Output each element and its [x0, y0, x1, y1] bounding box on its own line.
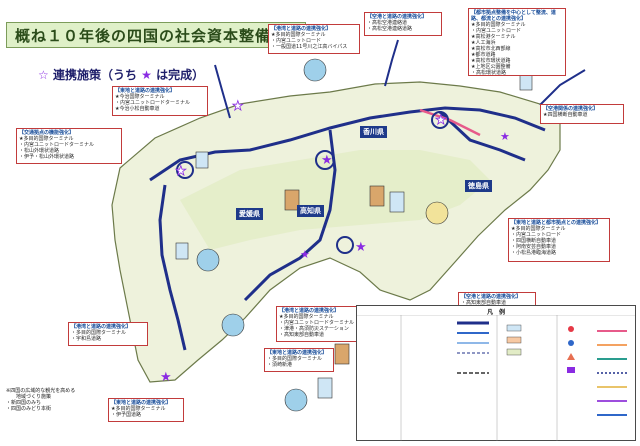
legend-symbols: [357, 315, 635, 441]
star-outline-markers: ★ ★ ★: [175, 99, 447, 180]
region-label-kochi: 高知県: [297, 205, 324, 217]
star-outline-marker: ★: [175, 164, 187, 179]
legend-swatch: [567, 367, 575, 373]
mountain-area: [180, 150, 490, 250]
expressway-south: [243, 129, 337, 302]
legend-swatch: [568, 326, 574, 332]
legend-panel: 凡 例: [356, 305, 636, 441]
bridge-route: [214, 64, 231, 119]
star-outline-marker: ★: [232, 99, 244, 114]
star-marker: ★: [160, 370, 172, 385]
ring-road: [336, 236, 354, 254]
legend-swatch: [506, 324, 522, 332]
connector-corridor: [419, 108, 481, 137]
callout-takamatsu-airport: 【空港と道路の連携強化】 ・高松空港連絡道 ・高松空港連絡道路: [364, 12, 442, 36]
callout-imabari: 【東地と道路の連携強化】 ★今治国際ターミナル ・内宮ユニットロードターミナル …: [112, 86, 208, 116]
legend-swatch: [506, 348, 522, 356]
star-marker: ★: [321, 153, 333, 168]
cylinder-gauges: [175, 73, 533, 399]
star-outline-marker: ★: [435, 113, 447, 128]
legend-swatch: [568, 340, 574, 346]
page-title: 概ね１０年後の四国の社会資本整備: [6, 22, 306, 48]
callout-niihama: 【港湾と道路の連携強化】 ★多目的国際ターミナル ・内宮ユニットロード ・一般国…: [268, 24, 360, 54]
tourism-note: ※四国の広域的な観光を高める 地域づくり施策 ・新四国のみち ・四国のみどり本街: [6, 388, 76, 412]
expressway-east: [438, 110, 526, 162]
legend-swatch: [567, 353, 575, 360]
hollow-star-icon: ☆: [38, 68, 49, 82]
legend-swatch: [506, 336, 522, 344]
callout-uwajima: 【港湾と道路の連携強化】 ・多目的国際ターミナル ・宇和島道路: [68, 322, 148, 346]
star-markers: ★ ★ ★ ★ ★: [160, 130, 510, 385]
callout-kochi-port: 【港湾と道路の連携強化】 ★多目的国際ターミナル ・内宮ユニットロードターミナル…: [276, 306, 364, 342]
legend-key-suffix: は完成）: [156, 68, 205, 82]
bridge-route: [384, 39, 399, 87]
region-label-ehime: 愛媛県: [236, 208, 263, 220]
bridge-route: [539, 69, 586, 106]
callout-susaki: 【東地と道路の連携強化】 ・多目的国際ターミナル ・須崎新港: [264, 348, 334, 372]
filled-star-icon: ★: [141, 68, 152, 82]
region-label-tokushima: 徳島県: [465, 180, 492, 192]
star-marker: ★: [500, 130, 510, 143]
legend-title: 凡 例: [486, 309, 505, 316]
callout-tokushima-port: 【東地と道路と都市拠点との連携強化】 ★多目的国際ターミナル ・内宮ユニットロー…: [508, 218, 610, 262]
callout-matsuyama: 【交通拠点の機能強化】 ★多目的国際ターミナル ・内宮ユニットロードターミナル …: [16, 128, 122, 164]
callout-sukumo: 【東地と道路の連携強化】 ★多目的国際ターミナル ・伊予国道路: [108, 398, 184, 422]
pie-charts: [196, 58, 449, 412]
legend-key-prefix: 連携施策（うち: [52, 68, 137, 82]
star-marker: ★: [355, 240, 367, 255]
expressway-north: [149, 106, 546, 182]
ring-road: [176, 161, 194, 179]
ring-road: [315, 150, 335, 170]
region-label-kagawa: 香川県: [360, 126, 387, 138]
callout-tokushima-airport: 【空港関係の連携強化】 ★四国横断自動車道: [540, 104, 624, 124]
expressway-west: [158, 184, 187, 351]
star-marker: ★: [300, 248, 310, 261]
callout-takamatsu-city: 【都市拠点整備を中心として整流、道路、都流との連携強化】 ★多目的国際ターミナル…: [468, 8, 566, 76]
ring-road: [431, 111, 449, 129]
legend-key: ☆ 連携施策（うち ★ は完成）: [38, 66, 204, 83]
